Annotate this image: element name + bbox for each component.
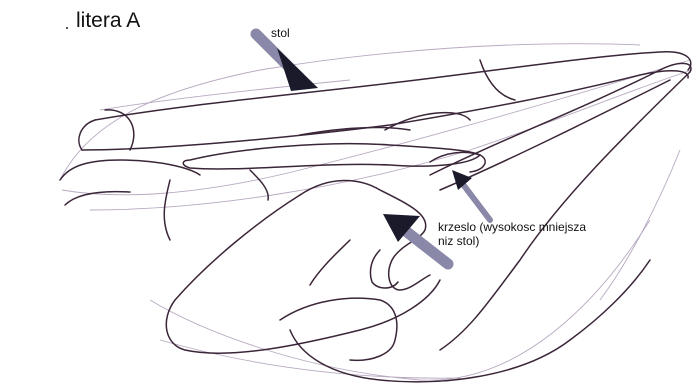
page-title: litera A	[76, 9, 140, 33]
main-sketch-strokes	[60, 52, 691, 382]
krzeslo-label-line-1: krzeslo (wysokosc mniejsza	[438, 220, 638, 234]
title-bullet-mark	[66, 27, 68, 29]
krzeslo-arrow-small	[452, 170, 490, 220]
faint-construction-lines	[60, 44, 692, 380]
krzeslo-label-line-2: niz stol)	[438, 234, 638, 248]
stol-label: stol	[271, 26, 290, 40]
krzeslo-label: krzeslo (wysokosc mniejsza niz stol)	[438, 220, 638, 248]
